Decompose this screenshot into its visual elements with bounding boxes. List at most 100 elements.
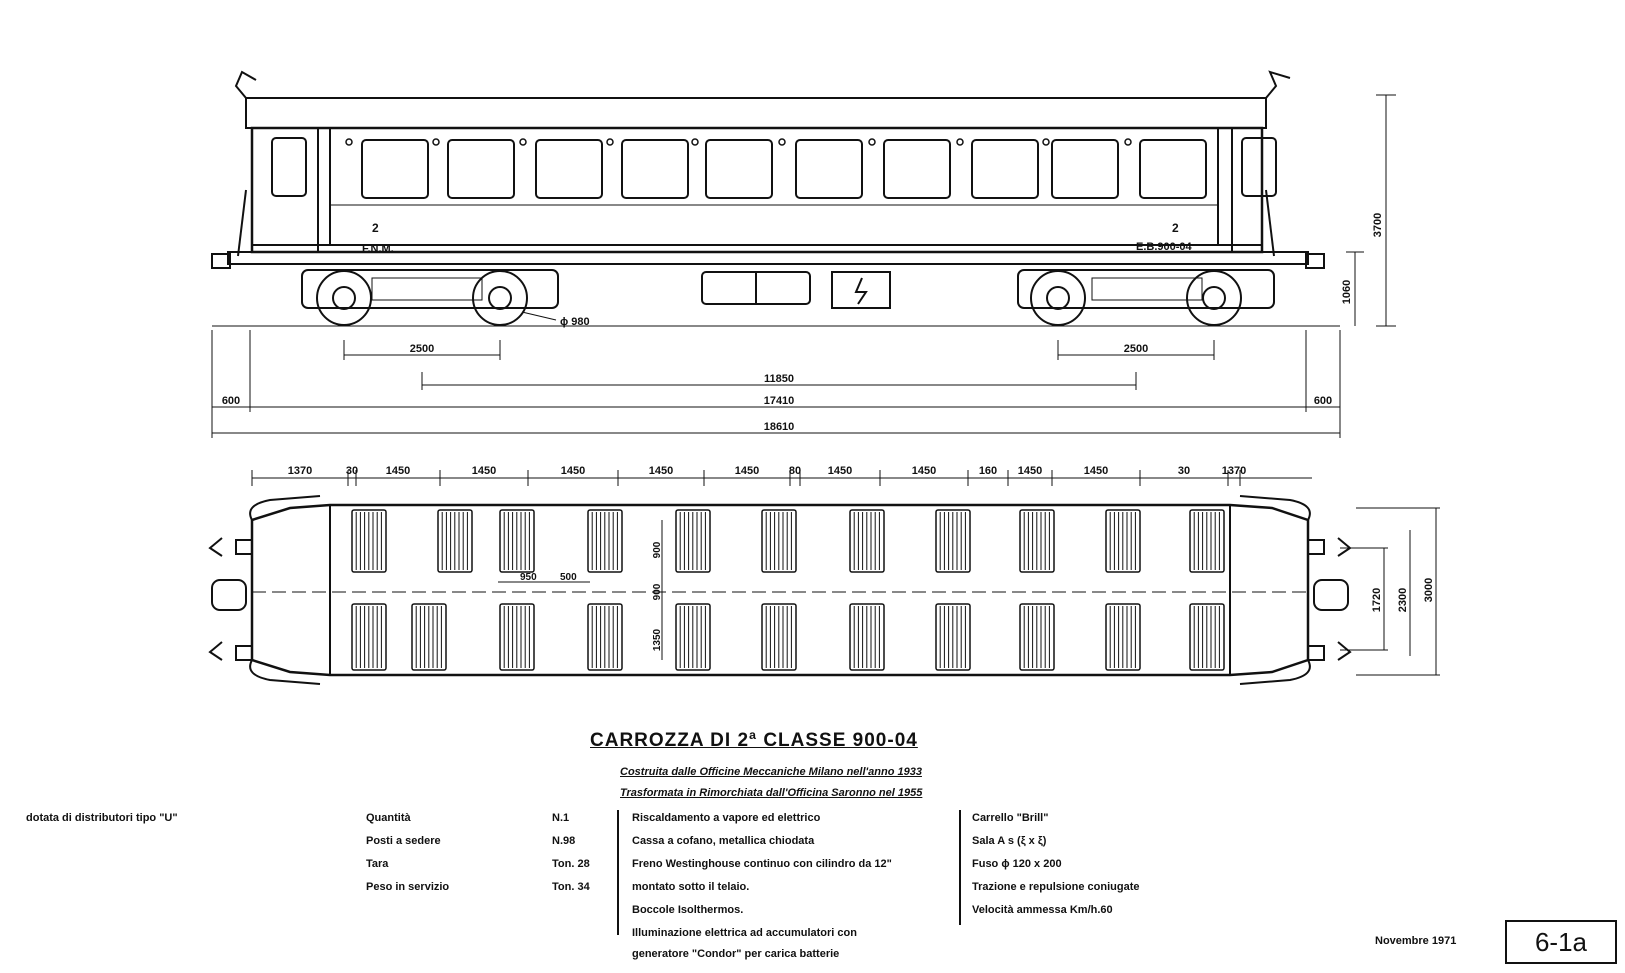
coupling-hose-right	[1265, 70, 1291, 99]
electric-symbol-icon	[854, 277, 868, 305]
top-dim-label: 1450	[386, 465, 410, 477]
spec-label: Quantità	[366, 812, 411, 824]
dim-seat-pitch: 950	[520, 572, 537, 583]
dim-overall-length: 18610	[764, 421, 795, 433]
dim-buffer-right: 600	[1314, 395, 1332, 407]
seat	[849, 603, 885, 671]
top-dim-label: 1450	[828, 465, 852, 477]
seat	[499, 603, 535, 671]
spec-line: Boccole Isolthermos.	[632, 904, 744, 916]
seat	[351, 509, 387, 573]
coupler-left	[211, 579, 247, 611]
drawing-title: CARROZZA DI 2ª CLASSE 900-04	[590, 730, 918, 751]
top-dim-label: 1370	[288, 465, 312, 477]
bogie-left	[301, 269, 559, 326]
sheet-number: 6-1a	[1534, 926, 1588, 957]
side-dimensions	[211, 94, 1396, 438]
plan-buffer	[235, 645, 253, 661]
spec-line: Cassa a cofano, metallica chiodata	[632, 835, 815, 847]
wheel	[472, 270, 528, 326]
top-dim-label: 1450	[1084, 465, 1108, 477]
seat	[761, 603, 797, 671]
dim-lower-row: 1350	[652, 628, 663, 651]
plan-buffer	[235, 539, 253, 555]
top-dim-label: 1450	[472, 465, 496, 477]
seating-layout	[351, 509, 1225, 671]
dim-upper-row: 900	[652, 541, 663, 558]
roof	[245, 97, 1267, 129]
spec-line: Velocità ammessa Km/h.60	[972, 904, 1113, 916]
battery-box	[831, 271, 891, 309]
spec-line: Fuso ϕ 120 x 200	[972, 858, 1062, 870]
top-dim-label: 1450	[912, 465, 936, 477]
spec-line: Freno Westinghouse continuo con cilindro…	[632, 858, 892, 870]
spec-line: Riscaldamento a vapore ed elettrico	[632, 812, 821, 824]
top-dim-label: 1450	[561, 465, 585, 477]
dim-buffer-spacing: 1720	[1371, 588, 1383, 612]
subtitle-conversion: Trasformata in Rimorchiata dall'Officina…	[620, 787, 923, 799]
seat	[1019, 509, 1055, 573]
class-marking-left: 2	[372, 221, 379, 235]
wheel	[1186, 270, 1242, 326]
dim-inner-width: 2300	[1397, 588, 1409, 612]
buffer-right	[1305, 253, 1325, 269]
spec-line: Sala A s (ξ x ξ)	[972, 835, 1047, 847]
plan-buffer	[1307, 539, 1325, 555]
seat	[351, 603, 387, 671]
seat	[849, 509, 885, 573]
dim-height: 3700	[1372, 213, 1384, 237]
seat	[1105, 603, 1141, 671]
top-dim-label: 1370	[1222, 465, 1246, 477]
seat	[1189, 509, 1225, 573]
seat	[499, 509, 535, 573]
coupler-right	[1313, 579, 1349, 611]
dim-aisle: 900	[652, 583, 663, 600]
bogie-right	[1017, 269, 1275, 326]
top-dim-label: 1450	[649, 465, 673, 477]
seat	[935, 509, 971, 573]
dim-floor-height: 1060	[1341, 280, 1353, 304]
top-dim-label: 160	[979, 465, 997, 477]
car-body	[250, 126, 1264, 254]
dim-buffer-left: 600	[222, 395, 240, 407]
seat	[587, 603, 623, 671]
dim-overall-width: 3000	[1423, 578, 1435, 602]
seat	[935, 603, 971, 671]
wheel	[1030, 270, 1086, 326]
dim-bogie-wheelbase-left: 2500	[410, 343, 434, 355]
wheel-diameter-label: ϕ 980	[560, 316, 590, 328]
car-number: E.B.900-04	[1136, 241, 1193, 253]
dim-seat-gap: 500	[560, 572, 577, 583]
spec-line: Trazione e repulsione coniugate	[972, 881, 1140, 893]
drawing-date: Novembre 1971	[1375, 935, 1457, 947]
side-elevation: 2 F.N.M. 2 E.B.900-04 ϕ 980 2500 2500 11…	[211, 70, 1396, 438]
distributor-note: dotata di distributori tipo "U"	[26, 812, 178, 824]
spec-value: N.98	[552, 835, 576, 847]
seat	[587, 509, 623, 573]
dim-bogie-centres: 11850	[764, 373, 794, 385]
dim-body-length: 17410	[764, 395, 795, 407]
side-windows	[361, 139, 1207, 199]
seat	[411, 603, 447, 671]
top-dim-label: 1450	[735, 465, 759, 477]
dim-bogie-wheelbase-right: 2500	[1124, 343, 1148, 355]
operator-marking: F.N.M.	[362, 243, 394, 255]
coupling-hose-left	[234, 70, 257, 99]
sheet-number-box: 6-1a	[1505, 920, 1617, 964]
seat	[1189, 603, 1225, 671]
spec-line: Illuminazione elettrica ad accumulatori …	[632, 927, 857, 939]
subtitle-construction: Costruita dalle Officine Meccaniche Mila…	[620, 766, 922, 778]
spec-line: Carrello "Brill"	[972, 812, 1049, 824]
plan-body-outline	[250, 503, 1310, 677]
top-dim-label: 30	[346, 465, 358, 477]
top-dim-label: 80	[789, 465, 801, 477]
seat	[675, 509, 711, 573]
spec-label: Tara	[366, 858, 389, 870]
spec-line: montato sotto il telaio.	[632, 881, 750, 893]
class-marking-right: 2	[1172, 221, 1179, 235]
spec-line: generatore "Condor" per carica batterie	[632, 948, 840, 960]
top-dim-label: 30	[1178, 465, 1190, 477]
spec-label: Peso in servizio	[366, 881, 450, 893]
seat	[1105, 509, 1141, 573]
